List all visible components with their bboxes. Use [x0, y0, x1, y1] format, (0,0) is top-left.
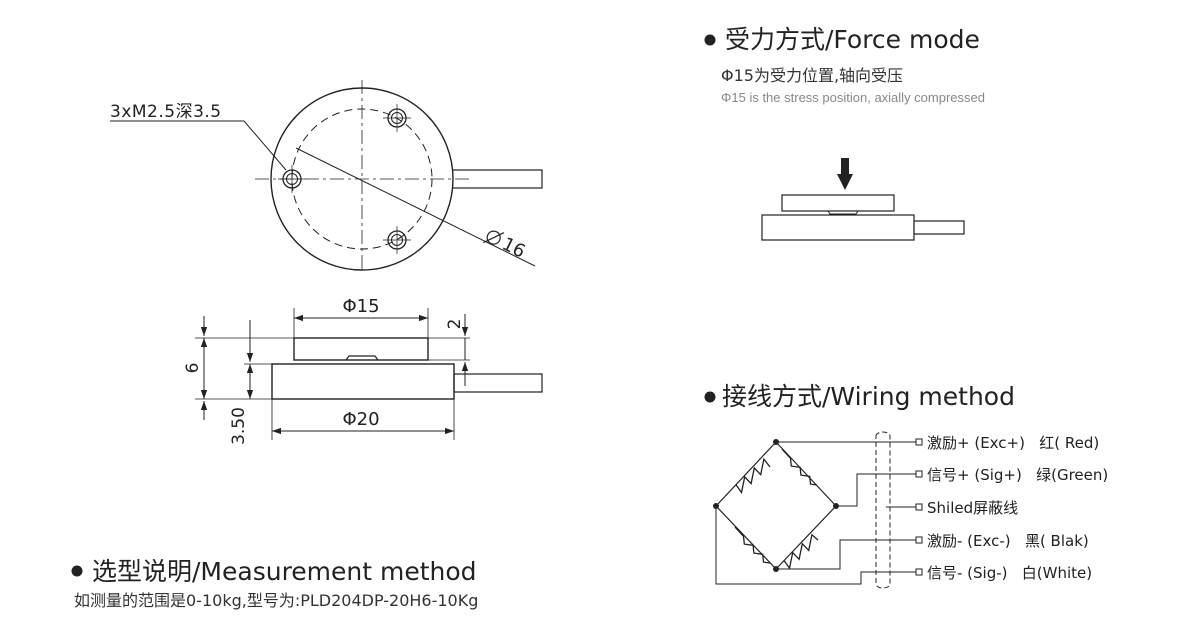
bullet	[704, 391, 716, 403]
wire-label-sig-plus: 信号+ (Sig+) 绿(Green)	[927, 466, 1108, 484]
force-mode-diagram	[761, 158, 965, 241]
resistor	[735, 457, 771, 495]
neck	[345, 355, 379, 361]
dim-base-diameter: Φ20	[342, 409, 379, 430]
hole-callout-leader	[110, 120, 287, 171]
top-platen	[293, 337, 429, 361]
force-top-platen	[781, 194, 895, 212]
force-arrow-icon	[837, 174, 853, 190]
dim-total-height: 6	[183, 363, 203, 374]
force-mode-desc-cn: Φ15为受力位置,轴向受压	[721, 66, 903, 85]
side-view	[195, 308, 543, 440]
force-cable	[913, 220, 965, 235]
force-mode-title: 受力方式/Force mode	[725, 25, 980, 54]
wire-label-sig-minus: 信号- (Sig-) 白(White)	[927, 564, 1092, 582]
terminal	[915, 470, 923, 478]
wire-label-shield: Shiled屏蔽线	[927, 499, 1018, 517]
dim-top-height: 2	[445, 319, 465, 330]
terminal	[915, 438, 923, 446]
wiring-diagram	[713, 431, 923, 589]
force-mode-desc-en: Φ15 is the stress position, axially comp…	[721, 90, 985, 105]
mounting-hole	[278, 165, 306, 193]
resistor	[783, 533, 819, 570]
resistor	[734, 526, 771, 564]
terminal	[915, 568, 923, 576]
shield-sleeve	[875, 431, 891, 589]
bullet	[71, 565, 83, 577]
force-arrow-shaft	[841, 158, 849, 176]
wiring-title: 接线方式/Wiring method	[722, 382, 1015, 411]
dim-top-diameter: Φ15	[342, 296, 379, 317]
base-body	[271, 363, 455, 400]
hole-callout-text: 3xM2.5深3.5	[110, 102, 222, 122]
resistor	[781, 448, 818, 486]
selection-desc: 如测量的范围是0-10kg,型号为:PLD204DP-20H6-10Kg	[74, 591, 478, 610]
top-view	[110, 80, 543, 272]
mounting-hole	[383, 104, 411, 132]
wire-label-exc-minus: 激励- (Exc-) 黑( Blak)	[927, 532, 1089, 550]
mounting-hole	[383, 226, 411, 254]
bullet	[704, 34, 716, 46]
wire-label-exc-plus: 激励+ (Exc+) 红( Red)	[927, 434, 1099, 452]
selection-title: 选型说明/Measurement method	[92, 557, 477, 586]
diameter-leader	[295, 147, 536, 267]
force-base-body	[761, 214, 915, 241]
svg-text:16: 16	[499, 234, 529, 263]
cable-side-view	[453, 373, 543, 393]
dim-base-height: 3.50	[229, 407, 249, 445]
terminal	[915, 536, 923, 544]
dim-outer-diameter: 16	[483, 230, 529, 263]
terminal	[915, 503, 923, 511]
